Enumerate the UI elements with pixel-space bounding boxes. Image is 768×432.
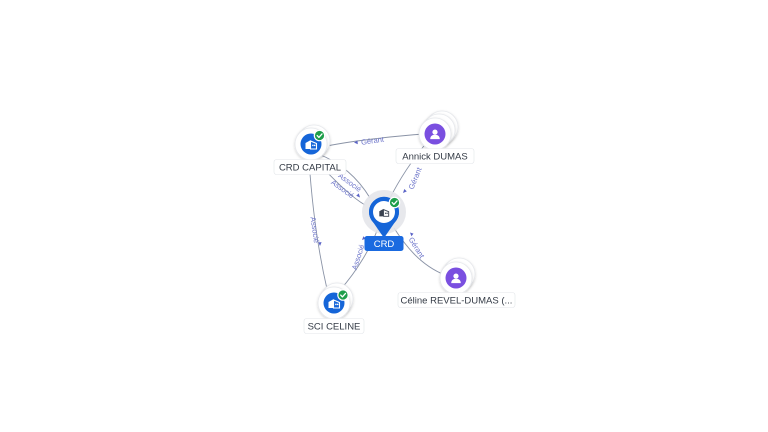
edge-capital-to-crd-1[interactable] — [317, 153, 371, 199]
node-annick-dumas-label: Annick DUMAS — [402, 152, 467, 163]
edge-annick-to-capital[interactable] — [321, 133, 425, 148]
node-annick-dumas[interactable]: Annick DUMAS — [395, 110, 475, 164]
check-badge-icon — [388, 196, 401, 209]
arrow-annick-to-capital — [354, 140, 358, 145]
arrow-capital-to-crd — [356, 193, 360, 198]
node-annick-label-bg — [395, 148, 475, 164]
arrow-annick-to-crd — [403, 189, 407, 193]
building-icon — [379, 208, 390, 217]
node-crd-capital-label: CRD CAPITAL — [279, 163, 341, 174]
edge-label-capital-to-sci: Associé — [308, 216, 321, 243]
node-crd-capital[interactable]: CRD CAPITAL — [273, 124, 347, 175]
edge-label-annick-to-crd: Gérant — [407, 165, 424, 190]
node-sci-celine[interactable]: SCI CELINE — [303, 282, 365, 334]
edge-label-annick-to-capital: Gérant — [360, 135, 385, 147]
node-crd-center[interactable]: CRD — [362, 190, 406, 251]
node-celine-label-bg — [397, 292, 516, 308]
edge-celine-to-crd[interactable] — [393, 227, 446, 276]
edge-arrows — [318, 140, 414, 246]
node-crd-label: CRD — [374, 239, 395, 250]
node-crd-capital-label-bg — [273, 159, 347, 175]
node-sci-celine-label: SCI CELINE — [308, 322, 361, 333]
edge-capital-to-sci[interactable] — [308, 159, 328, 290]
check-badge-icon — [337, 289, 349, 301]
arrow-celine-to-crd — [410, 232, 414, 237]
arrow-sci-to-crd — [362, 236, 366, 240]
arrow-capital-to-sci — [318, 242, 322, 246]
check-badge-icon — [313, 129, 326, 142]
edge-sci-to-crd[interactable] — [339, 227, 379, 291]
node-crd-label-bg — [364, 236, 404, 251]
node-celine-revel-dumas[interactable]: Céline REVEL-DUMAS (... — [397, 257, 516, 308]
node-sci-celine-label-bg — [303, 318, 365, 334]
node-celine-revel-dumas-label: Céline REVEL-DUMAS (... — [401, 296, 513, 307]
